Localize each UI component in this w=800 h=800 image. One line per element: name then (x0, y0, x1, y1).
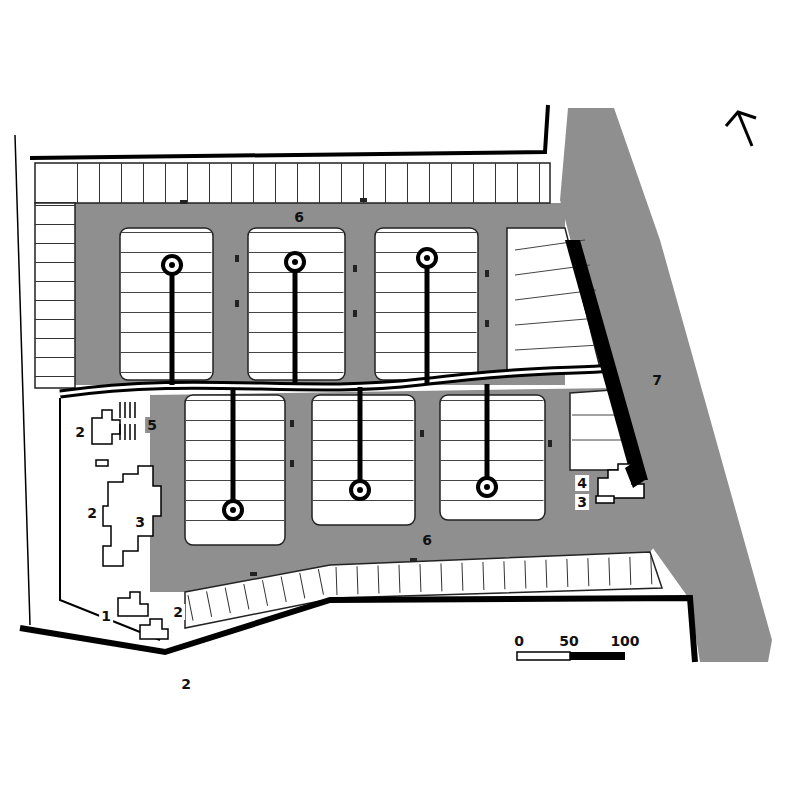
callout-number: 3 (133, 514, 147, 530)
callout-number: 4 (575, 475, 589, 491)
callout-number: 2 (85, 505, 99, 521)
callout-number: 6 (420, 532, 434, 548)
scale-value: 50 (557, 633, 580, 649)
scale-value: 100 (608, 633, 641, 649)
scale-value: 0 (512, 633, 526, 649)
callout-number: 1 (99, 608, 113, 624)
callout-number: 2 (73, 424, 87, 440)
callout-number: 5 (145, 417, 159, 433)
callout-number: 2 (171, 604, 185, 620)
callout-number: 3 (575, 494, 589, 510)
callout-number: 6 (292, 209, 306, 225)
callout-number: 7 (650, 372, 664, 388)
callout-number: 2 (179, 676, 193, 692)
